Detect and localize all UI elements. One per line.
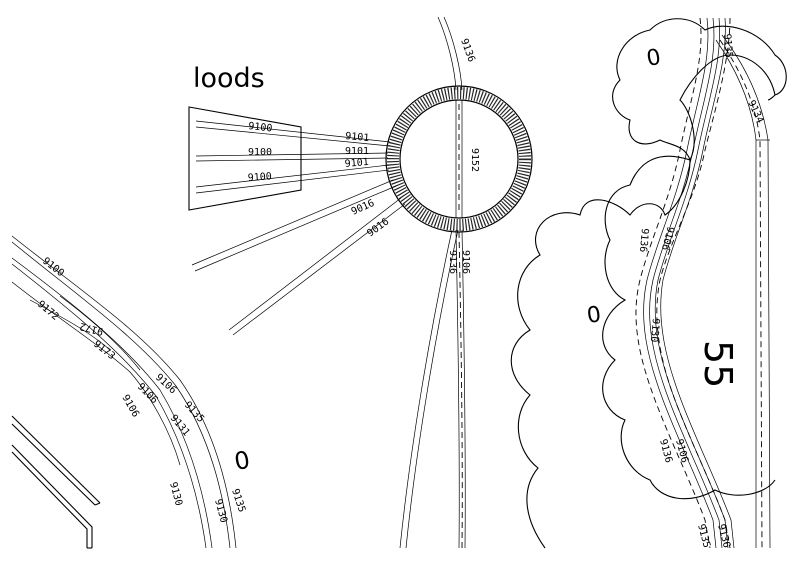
track-label-9172: 9172 <box>79 320 105 337</box>
shed-tracks <box>191 120 406 336</box>
turntable: 9152 <box>385 85 533 233</box>
track-label-9130: 9130 <box>167 481 184 507</box>
track-label-9100: 9100 <box>248 147 272 158</box>
track-label-9130: 9130 <box>212 498 229 524</box>
track-label-9136: 9136 <box>715 523 732 549</box>
track-label-9172: 9172 <box>35 299 61 323</box>
track-label-9016: 9016 <box>365 216 391 239</box>
shed-outline <box>188 106 302 211</box>
track-label-9106: 9106 <box>153 372 178 396</box>
track-label-9101: 9101 <box>344 157 369 170</box>
hedge-inner-outline <box>602 54 776 500</box>
left-curve-tracks <box>11 235 237 549</box>
track-label-9134: 9134 <box>745 99 765 125</box>
track-label-9136: 9136 <box>637 228 650 253</box>
bottom-left-platform <box>11 415 101 549</box>
track-label-9135: 9135 <box>695 523 712 549</box>
track-label-9016: 9016 <box>350 198 376 218</box>
track-label-9101: 9101 <box>345 131 370 144</box>
track-label-9135: 9135 <box>721 33 734 58</box>
track-label-9136: 9136 <box>447 250 458 274</box>
track-label-9135: 9135 <box>182 400 206 425</box>
zone-number-label: 55 <box>696 340 740 388</box>
track-label-9106: 9106 <box>119 393 141 419</box>
track-label-9152: 9152 <box>469 148 480 172</box>
track-label-9136: 9136 <box>657 438 674 464</box>
zone-zero-label: 0 <box>645 45 663 72</box>
main-down-track: 9136 9106 <box>399 229 471 549</box>
track-label-9101: 9101 <box>345 146 369 157</box>
shed-name: loods <box>193 63 265 94</box>
track-label-9135: 9135 <box>229 488 247 514</box>
zone-zero-label: 0 <box>232 446 252 476</box>
top-track: 9136 <box>437 16 477 91</box>
track-label-9130: 9130 <box>648 318 661 343</box>
hedge-outline <box>510 18 787 549</box>
shed: loods <box>188 63 302 211</box>
track-label-9100: 9100 <box>247 171 272 184</box>
track-label-9106: 9106 <box>673 438 690 464</box>
track-label-9173: 9173 <box>91 339 117 363</box>
track-label-9106: 9106 <box>460 250 471 274</box>
track-label-9136: 9136 <box>458 37 477 63</box>
right-curve-tracks <box>635 17 771 549</box>
track-label-9100: 9100 <box>248 121 273 134</box>
zone-zero-label: 0 <box>585 302 602 329</box>
